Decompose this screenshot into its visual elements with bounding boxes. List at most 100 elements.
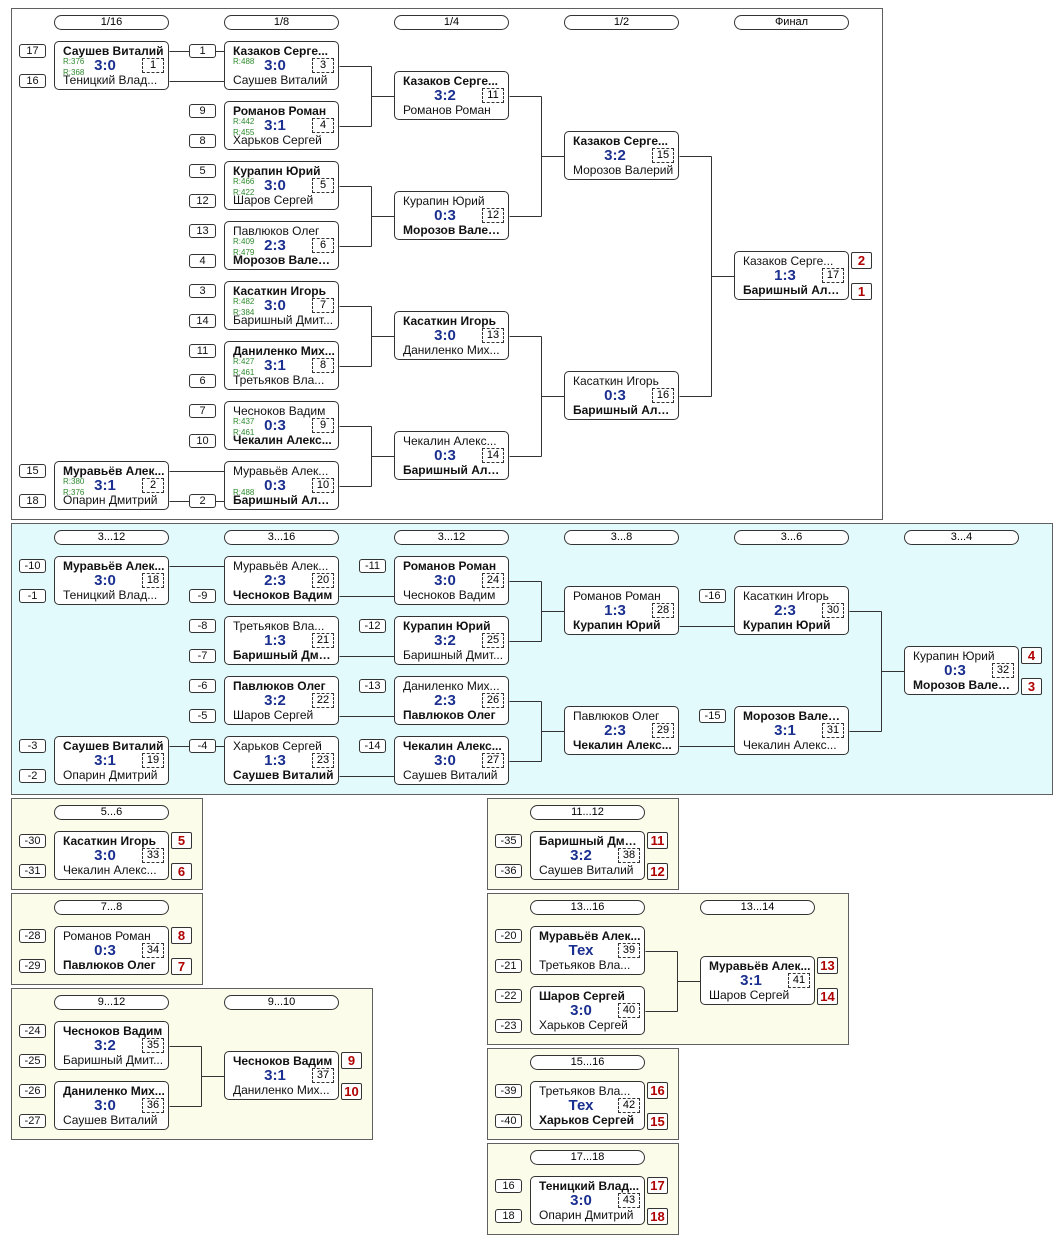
player-bottom[interactable]: Чесноков Вадим [403, 588, 496, 602]
player-bottom[interactable]: Даниленко Мих... [233, 1083, 330, 1097]
player-top[interactable]: Чекалин Алекс... [403, 739, 502, 753]
player-top[interactable]: Муравьёв Алек... [233, 464, 329, 478]
player-top[interactable]: Романов Роман [233, 104, 327, 118]
player-bottom[interactable]: Чекалин Алекс... [743, 738, 837, 752]
player-top[interactable]: Касаткин Игорь [743, 589, 829, 603]
player-top[interactable]: Даниленко Мих... [63, 1084, 165, 1098]
player-bottom[interactable]: Баришный Алек... [403, 463, 506, 477]
player-top[interactable]: Курапин Юрий [403, 194, 485, 208]
player-top[interactable]: Чесноков Вадим [63, 1024, 163, 1038]
player-bottom[interactable]: Морозов Валерий [573, 163, 674, 177]
player-bottom[interactable]: Баришный Дмит... [233, 648, 336, 662]
player-bottom[interactable]: Саушев Виталий [233, 768, 334, 782]
player-bottom[interactable]: Баришный Алек... [573, 403, 676, 417]
player-bottom[interactable]: Опарин Дмитрий [539, 1208, 634, 1222]
player-top[interactable]: Саушев Виталий [63, 739, 164, 753]
player-bottom[interactable]: Павлюков Олег [403, 708, 496, 722]
player-bottom[interactable]: Морозов Валерий [913, 678, 1016, 692]
player-top[interactable]: Муравьёв Алек... [233, 559, 329, 573]
player-top[interactable]: Романов Роман [63, 929, 151, 943]
player-top[interactable]: Павлюков Олег [573, 709, 660, 723]
player-bottom[interactable]: Даниленко Мих... [403, 343, 500, 357]
player-bottom[interactable]: Шаров Сергей [233, 708, 314, 722]
player-top[interactable]: Казаков Серге... [403, 74, 499, 88]
player-bottom[interactable]: Саушев Виталий [539, 863, 634, 877]
player-bottom[interactable]: Чекалин Алекс... [63, 863, 157, 877]
player-top[interactable]: Харьков Сергей [233, 739, 322, 753]
player-top[interactable]: Казаков Серге... [573, 134, 669, 148]
player-bottom[interactable]: Романов Роман [403, 103, 491, 117]
player-top[interactable]: Романов Роман [403, 559, 497, 573]
player-top[interactable]: Третьяков Вла... [539, 1084, 631, 1098]
player-top[interactable]: Касаткин Игорь [63, 834, 156, 848]
player-top[interactable]: Муравьёв Алек... [63, 559, 165, 573]
player-bottom[interactable]: Саушев Виталий [403, 768, 498, 782]
player-bottom[interactable]: Морозов Валерий [403, 223, 506, 237]
player-bottom[interactable]: Курапин Юрий [743, 618, 831, 632]
player-top[interactable]: Саушев Виталий [63, 44, 164, 58]
player-top[interactable]: Чесноков Вадим [233, 1054, 333, 1068]
player-bottom[interactable]: Павлюков Олег [63, 958, 156, 972]
player-top[interactable]: Даниленко Мих... [233, 344, 335, 358]
player-bottom[interactable]: Саушев Виталий [233, 73, 328, 87]
player-bottom[interactable]: Баришный Дмит... [63, 1053, 164, 1067]
player-top[interactable]: Шаров Сергей [539, 989, 625, 1003]
player-top[interactable]: Касаткин Игорь [573, 374, 659, 388]
player-top[interactable]: Касаткин Игорь [403, 314, 496, 328]
player-top[interactable]: Павлюков Олег [233, 224, 320, 238]
player-bottom[interactable]: Теницкий Влад... [63, 588, 158, 602]
player-top[interactable]: Муравьёв Алек... [539, 929, 641, 943]
player-bottom[interactable]: Опарин Дмитрий [63, 768, 158, 782]
player-top[interactable]: Муравьёв Алек... [709, 959, 811, 973]
player-bottom[interactable]: Харьков Сергей [539, 1113, 634, 1127]
player-top[interactable]: Чесноков Вадим [233, 404, 326, 418]
player-top[interactable]: Третьяков Вла... [233, 619, 325, 633]
player-top[interactable]: Муравьёв Алек... [63, 464, 165, 478]
player-top[interactable]: Чекалин Алекс... [403, 434, 497, 448]
player-top[interactable]: Касаткин Игорь [233, 284, 326, 298]
player-top[interactable]: Павлюков Олег [233, 679, 326, 693]
player-bottom[interactable]: Чесноков Вадим [233, 588, 333, 602]
player-top[interactable]: Курапин Юрий [913, 649, 995, 663]
player-top[interactable]: Курапин Юрий [403, 619, 491, 633]
player-top[interactable]: Теницкий Влад... [539, 1179, 640, 1193]
